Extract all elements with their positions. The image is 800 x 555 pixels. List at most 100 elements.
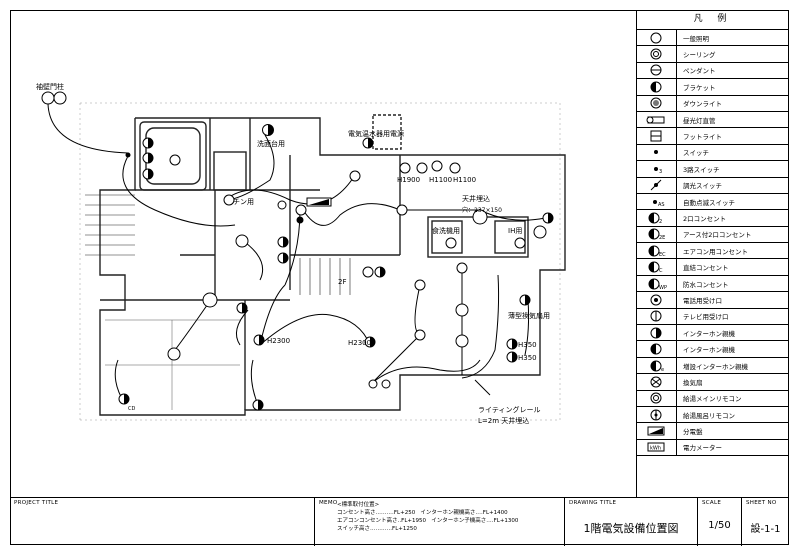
phone-outlet-icon [637,292,677,308]
plan-walls [85,114,566,416]
legend-label: 給湯メインリモコン [683,395,742,404]
legend-label: 直結コンセント [683,264,729,273]
legend-label: フットライト [683,133,722,142]
svg-text:3: 3 [659,169,662,175]
label-h1100a: H1100 [429,176,452,184]
legend-label: ブラケット [683,83,716,92]
memo-line-0: <標準取付位置> [337,502,380,508]
legend-label: 電話用受け口 [683,296,722,305]
legend-row: 昼光灯直管 [637,111,789,129]
label-lighting-rail: ライティングレール [478,405,540,414]
legend-label: 増設インターホン親機 [683,362,748,371]
legend-label: 自動点滅スイッチ [683,198,735,207]
legend-list: 一般照明シーリングペンダントブラケットダウンライト昼光灯直管フットライトスイッチ… [637,30,789,457]
legend-label: インターホン親機 [683,329,735,338]
intercom-child-icon [637,341,677,357]
label-h1900: H1900 [397,176,420,184]
auto-switch-icon: AS [637,193,677,210]
legend-label: 防水コンセント [683,280,729,289]
legend-row: 3 3路スイッチ [637,161,789,178]
legend-row: EC エアコン用コンセント [637,243,789,260]
legend-label: ダウンライト [683,100,722,109]
floor-plan: 袖壁門柱 洗面台用 電気温水器用電源 H1900 H1100 H1100 天井埋… [36,82,566,425]
label-hood-fan: 薄型換気扇用 [508,311,550,320]
project-title-label: PROJECT TITLE [14,500,59,506]
legend-row: 電話用受け口 [637,292,789,309]
ceiling-round-light-icon [637,46,677,62]
waterproof-outlet-icon: WP [637,275,677,292]
legend-panel: 凡 例 一般照明シーリングペンダントブラケットダウンライト昼光灯直管フットライト… [636,10,789,497]
label-ih: IH用 [508,227,522,235]
legend-label: 給湯風呂リモコン [683,411,735,420]
fixture-symbols [41,91,554,411]
legend-label: スイッチ [683,149,709,158]
meter-icon: kWh [637,439,677,456]
legend-label: シーリング [683,51,716,60]
legend-row: kWh 電力メーター [637,439,789,457]
label-gate-post: 袖壁門柱 [36,82,64,91]
memo-line-3: スイッチ高さ‥‥‥‥‥‥FL+1250 [337,526,417,532]
downlight-icon [637,95,677,111]
footlight-icon [637,128,677,144]
legend-label: 一般照明 [683,34,709,43]
svg-text:AS: AS [658,202,665,208]
legend-label: テレビ用受け口 [683,313,729,322]
legend-label: 分電盤 [683,428,703,437]
bath-remote-icon [637,390,677,406]
legend-label: 電力メーター [683,444,722,453]
fluorescent-icon [637,111,677,128]
ceiling-light-icon [637,30,677,46]
title-block: PROJECT TITLE MEMO <標準取付位置> コンセント高さ‥‥‥‥‥… [10,497,789,546]
label-kitchen: チン用 [233,198,254,206]
legend-row: 調光スイッチ [637,177,789,194]
intercom-parent-icon [637,325,677,341]
legend-row: 一般照明 [637,30,789,47]
dimmer-switch-icon [637,177,677,193]
aircon-outlet-icon: EC [637,243,677,259]
legend-row: インターホン親機 [637,341,789,358]
svg-text:C: C [659,268,663,273]
scale-cell: SCALE 1/50 [698,498,742,546]
label-h1100b: H1100 [453,176,476,184]
sheet-no-label: SHEET NO [746,500,777,506]
legend-row: 給湯メインリモコン [637,390,789,407]
intercom-ext-icon: e [637,357,677,374]
switch-icon [637,144,677,161]
drawing-title-label: DRAWING TITLE [569,500,617,506]
legend-row: C 直結コンセント [637,259,789,276]
legend-label: エアコン用コンセント [683,247,748,256]
drawing-title-cell: DRAWING TITLE 1階電気設備位置図 [565,498,698,546]
sheet-no-cell: SHEET NO 設-1-1 [742,498,789,546]
sheet-no: 設-1-1 [750,524,781,535]
label-dishwasher: 食洗機用 [432,226,460,235]
earth-outlet-icon: 2E [637,226,677,243]
memo-label: MEMO [319,500,338,506]
bracket-light-icon [637,79,677,95]
label-h2300a: H2300 [267,337,290,345]
legend-row: AS 自動点滅スイッチ [637,193,789,211]
legend-row: ダウンライト [637,95,789,112]
legend-row: 換気扇 [637,374,789,391]
bath-sub-remote-icon [637,406,677,423]
legend-row: インターホン親機 [637,325,789,342]
label-h2300b: H2300 [348,339,371,347]
legend-row: フットライト [637,128,789,145]
legend-row: シーリング [637,46,789,63]
legend-label: 昼光灯直管 [683,116,716,125]
svg-text:EC: EC [659,252,666,257]
switch-marks [124,124,553,410]
svg-text:e: e [661,367,664,372]
svg-text:2E: 2E [659,235,665,240]
three-way-switch-icon: 3 [637,161,677,177]
label-water-heater: 電気温水器用電源 [348,129,404,138]
legend-row: ペンダント [637,62,789,80]
memo-cell: MEMO <標準取付位置> コンセント高さ‥‥‥‥‥FL+250 インターホン親… [315,498,565,546]
svg-text:kWh: kWh [650,446,661,452]
legend-label: 3路スイッチ [683,165,720,174]
label-rail-length: L=2m 天井埋込 [478,416,529,425]
memo-line-1: コンセント高さ‥‥‥‥‥FL+250 インターホン親機高さ‥‥FL+1400 [337,510,508,516]
project-title-cell: PROJECT TITLE [10,498,315,546]
legend-label: 換気扇 [683,378,703,387]
dedicated-outlet-icon: C [637,259,677,275]
